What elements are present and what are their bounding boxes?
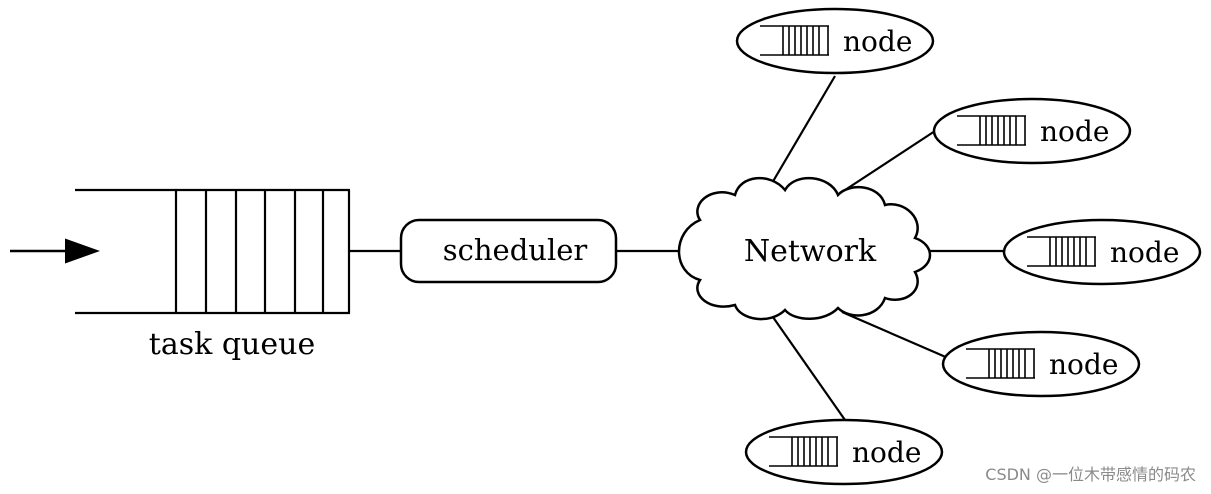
node-5: node (744, 418, 944, 486)
task-queue-label: task queue (149, 327, 315, 362)
task-queue (75, 188, 351, 315)
network-cloud: Network (677, 176, 932, 321)
scheduler-label: scheduler (443, 233, 588, 267)
node-label: node (1110, 236, 1179, 269)
node-label: node (852, 436, 921, 469)
node-queue-icon (957, 115, 1026, 146)
network-label: Network (744, 234, 877, 269)
watermark: CSDN @一位木带感情的码农 (985, 465, 1196, 484)
node-label: node (1049, 348, 1118, 381)
node-label: node (1040, 115, 1109, 148)
node-queue-icon (1027, 236, 1096, 267)
node-queue-icon (760, 25, 829, 56)
node-2: node (932, 97, 1132, 165)
node-4: node (941, 330, 1141, 398)
node-label: node (843, 25, 912, 58)
node-1: node (735, 7, 935, 75)
node-3: node (1002, 218, 1202, 286)
network-spokes (764, 75, 1006, 421)
node-queue-icon (769, 436, 838, 467)
node-queue-icon (966, 348, 1035, 379)
scheduler-box: scheduler (399, 218, 618, 284)
